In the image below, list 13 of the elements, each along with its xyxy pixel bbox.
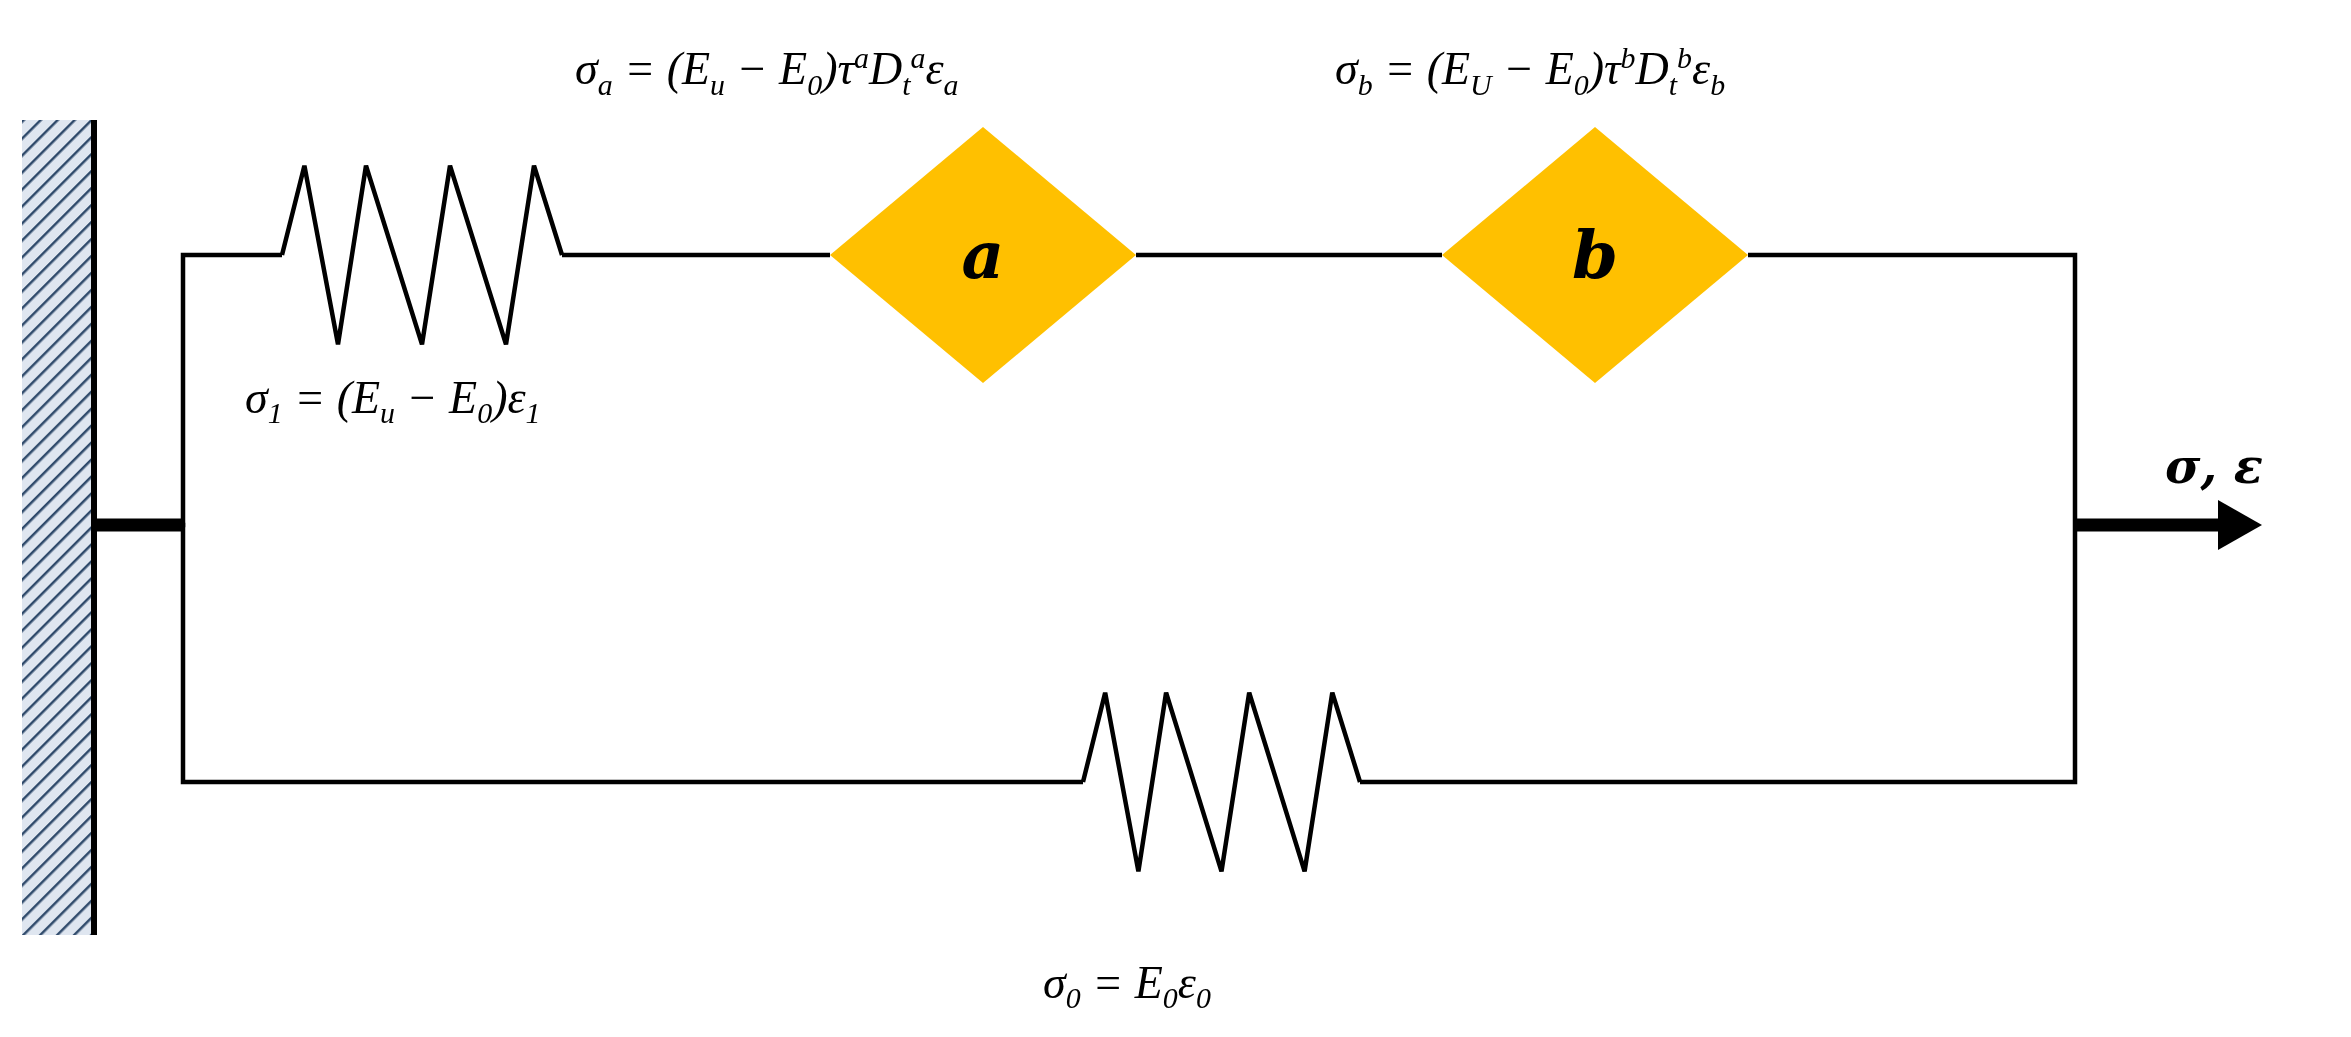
stress-formula: σ$_{b}$ = (E$_{U}$ − E$_{0}$)τ$^{b}$D$_{t}$$^{b}$ε$_{b}$ [1335, 40, 1726, 103]
stress-formula: σ$_{a}$ = (E$_{u}$ − E$_{0}$)τ$^{a}$D$_{t}$$^{a}$ε$_{a}$ [575, 40, 959, 103]
connector-line [562, 252, 830, 258]
connector-line [1136, 252, 1442, 258]
fractional-element-diamond [830, 127, 1136, 383]
element-letter: b [1571, 222, 1619, 288]
stress-formula: σ$_{0}$ = E$_{0}$ε$_{0}$ [1043, 956, 1211, 1017]
load-label: σ, ε [2165, 438, 2263, 494]
connector-line [1360, 252, 2078, 785]
stress-formula: σ$_{1}$ = (E$_{u}$ − E$_{0}$)ε$_{1}$ [245, 371, 541, 432]
fractional-element-diamond [1442, 127, 1748, 383]
element-letter: a [961, 222, 1005, 288]
hatched-wall [22, 120, 97, 935]
